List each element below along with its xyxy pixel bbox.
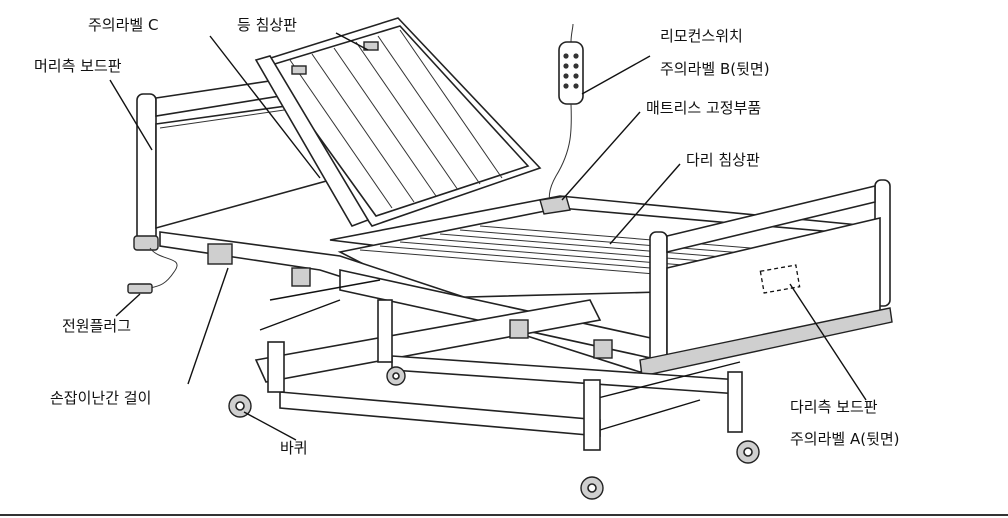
foot-board (639, 179, 893, 377)
label-caution-c: 주의라벨 C (88, 16, 159, 34)
label-caster: 바퀴 (280, 439, 308, 457)
power-plug (127, 247, 178, 294)
back-section (254, 17, 542, 227)
label-rail-hanger: 손잡이난간 걸이 (50, 389, 152, 407)
remote-switch (539, 23, 584, 215)
label-caution-b: 주의라벨 B(뒷면) (660, 60, 770, 78)
label-remote-switch: 리모컨스위치 (660, 27, 743, 45)
label-leg-section: 다리 침상판 (686, 151, 760, 169)
label-head-board: 머리측 보드판 (34, 57, 122, 75)
lower-frame (207, 243, 743, 451)
label-power-plug: 전원플러그 (62, 317, 132, 335)
bottom-divider (0, 514, 1008, 516)
label-mattress-fixer: 매트리스 고정부품 (646, 99, 762, 117)
casters (228, 366, 760, 500)
label-caution-a: 주의라벨 A(뒷면) (790, 430, 900, 448)
label-foot-board: 다리측 보드판 (790, 398, 878, 416)
label-back-section: 등 침상판 (237, 16, 297, 34)
leader-lines (109, 32, 867, 441)
